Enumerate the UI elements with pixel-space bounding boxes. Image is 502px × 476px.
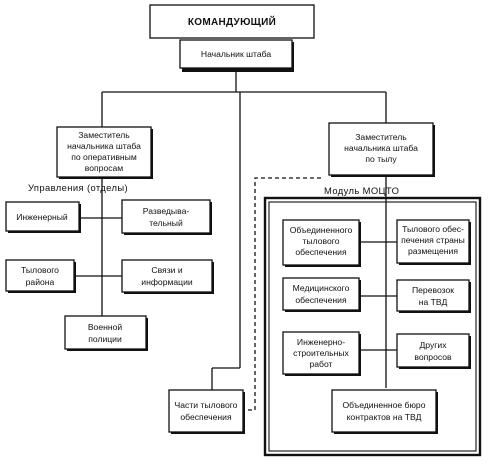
eng-construction-line: работ bbox=[309, 359, 332, 369]
joint-rear-box: Объединенного тылового обеспечения bbox=[282, 219, 361, 267]
medical-box: Медицинского обеспечения bbox=[282, 277, 361, 312]
military-police-line: полиции bbox=[88, 334, 122, 344]
joint-rear-line: тылового bbox=[303, 236, 340, 246]
deputy-rear-line: Заместитель bbox=[355, 132, 407, 142]
military-police-box: Военной полиции bbox=[64, 315, 148, 351]
eng-construction-line: строительных bbox=[293, 348, 349, 358]
engineering-label: Инженерный bbox=[16, 212, 68, 222]
rear-area-line: района bbox=[26, 277, 55, 287]
dashed-connector bbox=[243, 177, 321, 411]
recon-box: Разведыва- тельный bbox=[121, 199, 212, 235]
host-nation-line: печения страны bbox=[401, 235, 465, 245]
other-issues-line: вопросов bbox=[414, 352, 452, 362]
host-nation-line: размещения bbox=[408, 246, 458, 256]
host-nation-line: Тылового обес- bbox=[402, 224, 464, 234]
joint-rear-line: Объединенного bbox=[290, 225, 353, 235]
deputy-rear-line: по тылу bbox=[365, 154, 397, 164]
rear-units-box: Части тылового обеспечения bbox=[168, 389, 245, 434]
transport-line: Перевозок bbox=[412, 285, 454, 295]
eng-construction-line: Инженерно- bbox=[297, 337, 345, 347]
military-police-line: Военной bbox=[88, 322, 123, 332]
recon-line: тельный bbox=[149, 218, 183, 228]
joint-contracts-box: Объединенное бюро контрактов на ТВД bbox=[331, 389, 438, 434]
deputy-ops-line: по оперативным bbox=[71, 152, 137, 162]
connector-lines bbox=[76, 53, 397, 390]
joint-rear-line: обеспечения bbox=[295, 247, 347, 257]
recon-line: Разведыва- bbox=[143, 206, 190, 216]
rear-units-line: обеспечения bbox=[180, 412, 232, 422]
commander-label: КОМАНДУЮЩИЙ bbox=[188, 15, 276, 28]
transport-box: Перевозок на ТВД bbox=[396, 279, 471, 313]
other-issues-box: Других вопросов bbox=[396, 333, 471, 369]
rear-units-line: Части тылового bbox=[175, 400, 238, 410]
deputy-ops-line: начальника штаба bbox=[67, 141, 141, 151]
eng-construction-box: Инженерно- строительных работ bbox=[282, 331, 361, 376]
chief-of-staff-label: Начальник штаба bbox=[201, 49, 271, 59]
joint-contracts-line: контрактов на ТВД bbox=[347, 412, 422, 422]
communications-box: Связи и информации bbox=[121, 259, 214, 294]
joint-contracts-line: Объединенное бюро bbox=[343, 400, 426, 410]
deputy-ops-line: вопросам bbox=[85, 163, 124, 173]
deputy-ops-line: Заместитель bbox=[78, 130, 130, 140]
rear-area-line: Тылового bbox=[21, 265, 59, 275]
engineering-box: Инженерный bbox=[5, 201, 81, 233]
medical-line: обеспечения bbox=[295, 295, 347, 305]
deputy-ops-box: Заместитель начальника штаба по оператив… bbox=[56, 126, 153, 179]
medical-line: Медицинского bbox=[293, 283, 350, 293]
directorates-label: Управления (отделы) bbox=[28, 182, 128, 193]
other-issues-line: Других bbox=[419, 340, 447, 350]
module-label: Модуль МОЦТО bbox=[324, 185, 399, 196]
commander-box: КОМАНДУЮЩИЙ bbox=[149, 4, 315, 39]
transport-line: на ТВД bbox=[419, 297, 448, 307]
deputy-rear-box: Заместитель начальника штаба по тылу bbox=[328, 122, 435, 177]
rear-area-box: Тылового района bbox=[5, 259, 76, 293]
chief-of-staff-box: Начальник штаба bbox=[179, 39, 294, 72]
communications-line: Связи и bbox=[151, 265, 182, 275]
deputy-rear-line: начальника штаба bbox=[344, 143, 418, 153]
module-frame bbox=[263, 196, 482, 457]
module-frame-inner bbox=[268, 201, 477, 452]
host-nation-box: Тылового обес- печения страны размещения bbox=[396, 219, 471, 265]
communications-line: информации bbox=[141, 277, 193, 287]
